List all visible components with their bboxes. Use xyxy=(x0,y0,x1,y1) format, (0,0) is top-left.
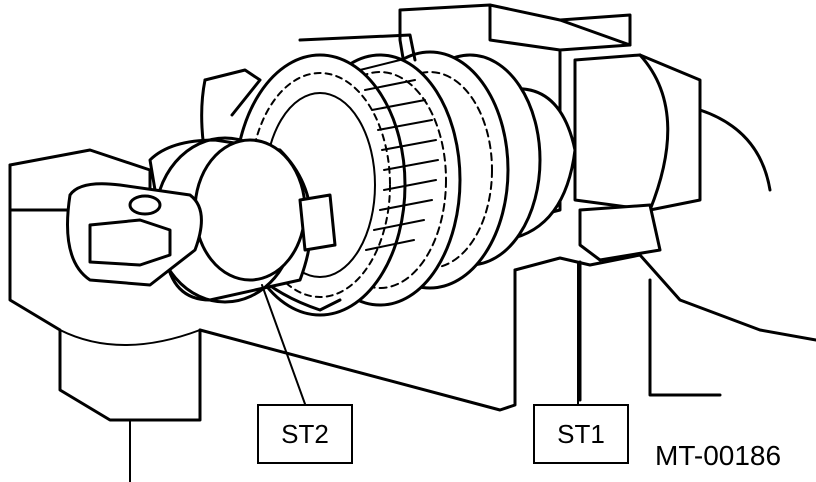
st1-label-text: ST1 xyxy=(557,418,605,449)
st2-tool xyxy=(148,136,337,304)
st2-label: ST2 xyxy=(257,404,353,464)
st2-leader-line xyxy=(261,284,306,405)
figure-code: MT-00186 xyxy=(655,440,782,471)
st1-label: ST1 xyxy=(533,404,629,464)
leader-lines xyxy=(261,261,579,405)
st2-label-text: ST2 xyxy=(281,418,329,449)
press-base xyxy=(8,208,816,482)
clevis-eye xyxy=(66,182,203,287)
